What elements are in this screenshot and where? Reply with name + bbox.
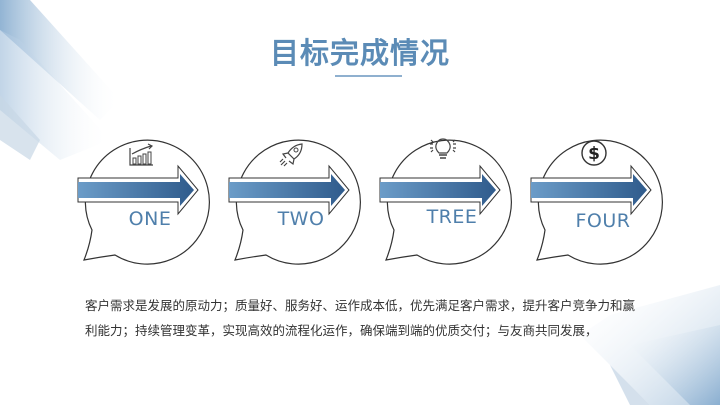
description-text: 客户需求是发展的原动力；质量好、服务好、运作成本低，优先满足客户需求，提升客户竞…	[85, 298, 636, 338]
rocket-icon	[279, 143, 303, 167]
goal-label: FOUR	[575, 210, 631, 232]
title-underline	[335, 75, 402, 77]
bar-chart-growth-icon	[129, 143, 154, 166]
speech-bubble-shape	[379, 139, 512, 265]
lightbulb-icon	[430, 138, 456, 159]
goal-item-two: TWO	[221, 120, 381, 280]
goal-label: ONE	[128, 208, 172, 230]
svg-text:$: $	[588, 144, 600, 164]
speech-bubble-shape	[228, 139, 361, 265]
speech-bubble-shape	[530, 139, 663, 265]
goal-label: TWO	[277, 208, 325, 230]
speech-bubble-shape	[77, 139, 210, 265]
goal-item-three: TREE	[372, 120, 532, 280]
goal-item-one: ONE	[70, 120, 230, 280]
goal-item-four: $ FOUR	[523, 120, 683, 280]
goal-label: TREE	[426, 206, 478, 228]
page-title: 目标完成情况	[269, 36, 450, 70]
dollar-coin-icon: $	[581, 140, 607, 166]
